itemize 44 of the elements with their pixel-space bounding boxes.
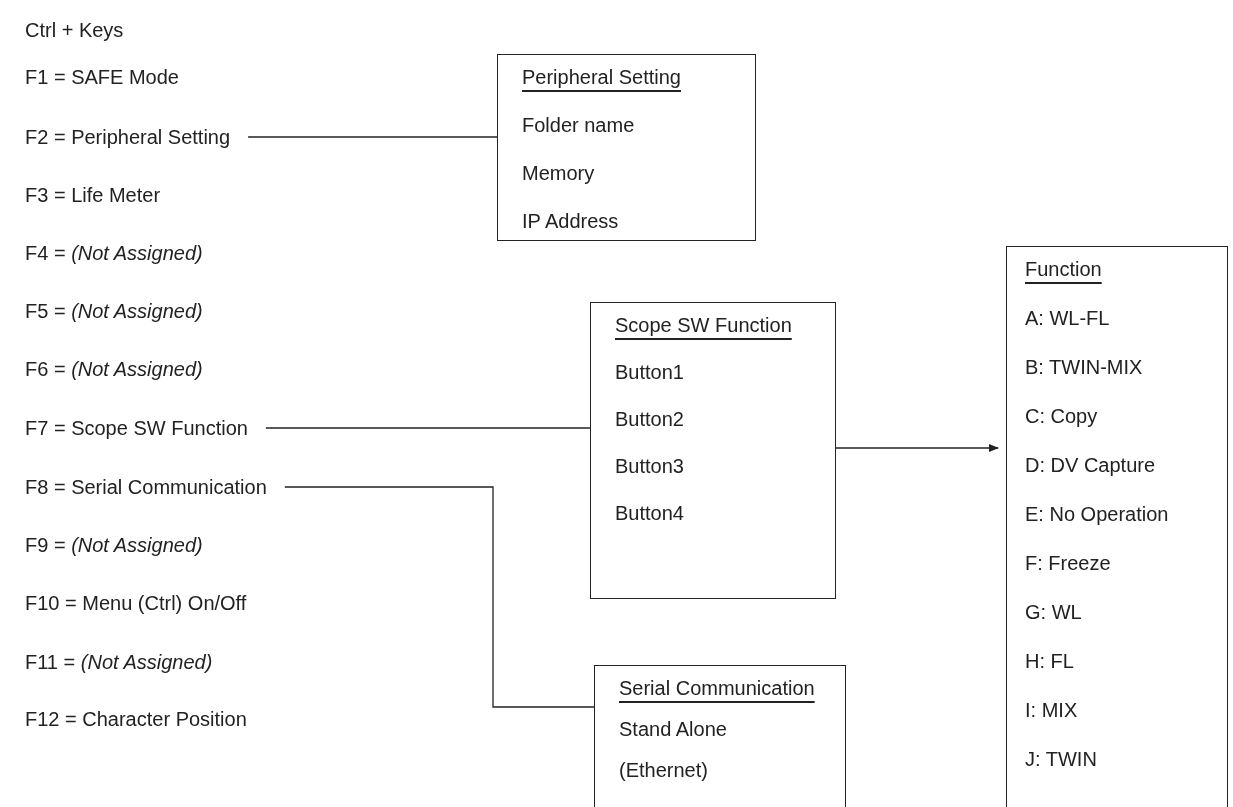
list-item: Button4 — [615, 501, 685, 525]
list-heading: Serial Communication — [619, 676, 816, 700]
list-box — [1006, 246, 1228, 807]
list-item: Folder name — [522, 113, 636, 137]
list-item: G: WL — [1025, 600, 1083, 624]
list-heading: Peripheral Setting — [522, 65, 682, 89]
list-item: Button1 — [615, 360, 685, 384]
key-assignment: F8 = Serial Communication — [25, 475, 267, 499]
key-assignment: F5 = (Not Assigned) — [25, 299, 203, 323]
list-item: E: No Operation — [1025, 502, 1170, 526]
key-assignment: F10 = Menu (Ctrl) On/Off — [25, 591, 247, 615]
heading: Ctrl + Keys — [25, 18, 124, 42]
list-item: A: WL-FL — [1025, 306, 1111, 330]
list-item: J: TWIN — [1025, 747, 1098, 771]
arrow — [835, 444, 999, 452]
list-box — [497, 54, 756, 241]
key-assignment: F2 = Peripheral Setting — [25, 125, 231, 149]
key-assignment: F3 = Life Meter — [25, 183, 161, 207]
list-item: Stand Alone — [619, 717, 728, 741]
connector-line — [265, 427, 591, 429]
key-assignment: F4 = (Not Assigned) — [25, 241, 203, 265]
list-box — [594, 665, 846, 807]
list-item: Memory — [522, 161, 596, 185]
key-assignment: F1 = SAFE Mode — [25, 65, 179, 89]
list-item: H: FL — [1025, 649, 1075, 673]
list-heading: Scope SW Function — [615, 313, 793, 337]
list-item: Button3 — [615, 454, 685, 478]
list-item: Button2 — [615, 407, 685, 431]
list-item: B: TWIN-MIX — [1025, 355, 1144, 379]
list-box — [590, 302, 836, 599]
list-item: F: Freeze — [1025, 551, 1112, 575]
list-item: I: MIX — [1025, 698, 1079, 722]
list-item: C: Copy — [1025, 404, 1099, 428]
key-assignment: F9 = (Not Assigned) — [25, 533, 203, 557]
key-assignment: F11 = (Not Assigned) — [25, 650, 213, 674]
list-item: IP Address — [522, 209, 620, 233]
key-assignment: F6 = (Not Assigned) — [25, 357, 203, 381]
list-heading: Function — [1025, 257, 1103, 281]
list-item: (Ethernet) — [619, 758, 709, 782]
key-assignment: F12 = Character Position — [25, 707, 247, 731]
list-item: D: DV Capture — [1025, 453, 1157, 477]
connector-line — [284, 486, 595, 708]
key-assignment: F7 = Scope SW Function — [25, 416, 248, 440]
connector-line — [247, 136, 498, 138]
